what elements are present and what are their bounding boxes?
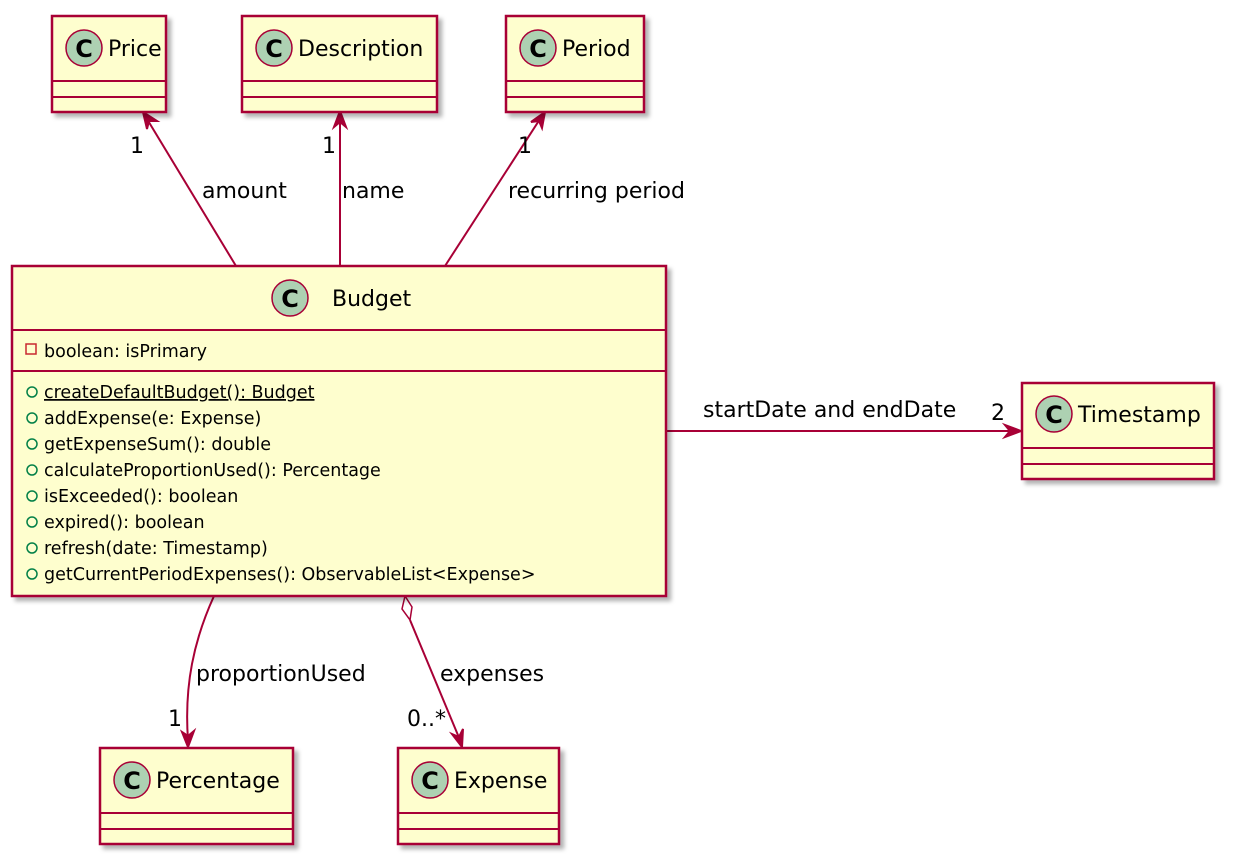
method-is-exceeded: isExceeded(): boolean	[44, 487, 238, 507]
class-price[interactable]: C Price	[50, 14, 168, 114]
method-add-expense: addExpense(e: Expense)	[44, 409, 261, 429]
public-visibility-icon	[26, 438, 38, 450]
class-period[interactable]: C Period	[504, 14, 646, 114]
class-badge-icon	[411, 761, 449, 799]
class-badge-icon	[519, 29, 557, 67]
label-amount: amount	[202, 179, 287, 204]
public-visibility-icon	[26, 386, 38, 398]
label-expenses: expenses	[440, 662, 544, 687]
edge-name: 1 name	[322, 108, 404, 266]
method-calculate-proportion-used: calculateProportionUsed(): Percentage	[44, 461, 381, 481]
class-name-budget: Budget	[332, 287, 412, 312]
class-badge-icon	[271, 279, 309, 317]
svg-text:C: C	[421, 767, 439, 795]
class-expense[interactable]: C Expense	[396, 746, 561, 846]
public-visibility-icon	[26, 464, 38, 476]
method-create-default-budget: createDefaultBudget(): Budget	[44, 383, 315, 403]
edge-dates: startDate and endDate 2	[666, 398, 1024, 440]
class-name-expense: Expense	[454, 769, 547, 794]
label-proportion: proportionUsed	[196, 662, 366, 687]
class-budget[interactable]: C Budget boolean: isPrimary createDefaul…	[10, 264, 668, 598]
class-name-timestamp: Timestamp	[1077, 403, 1201, 428]
public-visibility-icon	[26, 568, 38, 580]
svg-text:C: C	[123, 767, 141, 795]
mult-expenses: 0..*	[407, 707, 446, 732]
svg-text:C: C	[265, 35, 283, 63]
class-name-percentage: Percentage	[156, 769, 280, 794]
mult-proportion: 1	[168, 707, 182, 732]
mult-recurring: 1	[518, 134, 532, 159]
class-badge-icon	[113, 761, 151, 799]
public-visibility-icon	[26, 490, 38, 502]
edge-recurring-period: 1 recurring period	[444, 109, 685, 267]
class-name-period: Period	[562, 37, 631, 62]
class-badge-icon	[65, 29, 103, 67]
method-get-current-period-expenses: getCurrentPeriodExpenses(): ObservableLi…	[44, 565, 536, 585]
svg-text:C: C	[75, 35, 93, 63]
svg-text:C: C	[281, 285, 299, 313]
label-dates: startDate and endDate	[703, 398, 956, 423]
mult-amount: 1	[130, 134, 144, 159]
public-visibility-icon	[26, 516, 38, 528]
label-recurring: recurring period	[508, 179, 685, 204]
private-visibility-icon	[25, 343, 37, 355]
class-badge-icon	[255, 29, 293, 67]
edge-amount: 1 amount	[130, 109, 287, 267]
public-visibility-icon	[26, 412, 38, 424]
class-name-description: Description	[298, 37, 423, 62]
method-get-expense-sum: getExpenseSum(): double	[44, 435, 271, 455]
mult-dates: 2	[991, 401, 1005, 426]
svg-text:C: C	[1045, 401, 1063, 429]
class-description[interactable]: C Description	[240, 14, 439, 114]
class-timestamp[interactable]: C Timestamp	[1020, 381, 1216, 481]
class-badge-icon	[1035, 395, 1073, 433]
label-name: name	[342, 179, 404, 204]
method-expired: expired(): boolean	[44, 513, 205, 533]
class-name-price: Price	[108, 37, 162, 62]
edge-expenses: expenses 0..*	[401, 594, 544, 750]
mult-name: 1	[322, 134, 336, 159]
edge-proportion-used: proportionUsed 1	[168, 595, 366, 750]
attribute-is-primary: boolean: isPrimary	[44, 342, 207, 362]
method-refresh: refresh(date: Timestamp)	[44, 539, 268, 559]
public-visibility-icon	[26, 542, 38, 554]
class-percentage[interactable]: C Percentage	[98, 746, 295, 846]
aggregation-diamond	[401, 594, 413, 622]
svg-text:C: C	[529, 35, 547, 63]
